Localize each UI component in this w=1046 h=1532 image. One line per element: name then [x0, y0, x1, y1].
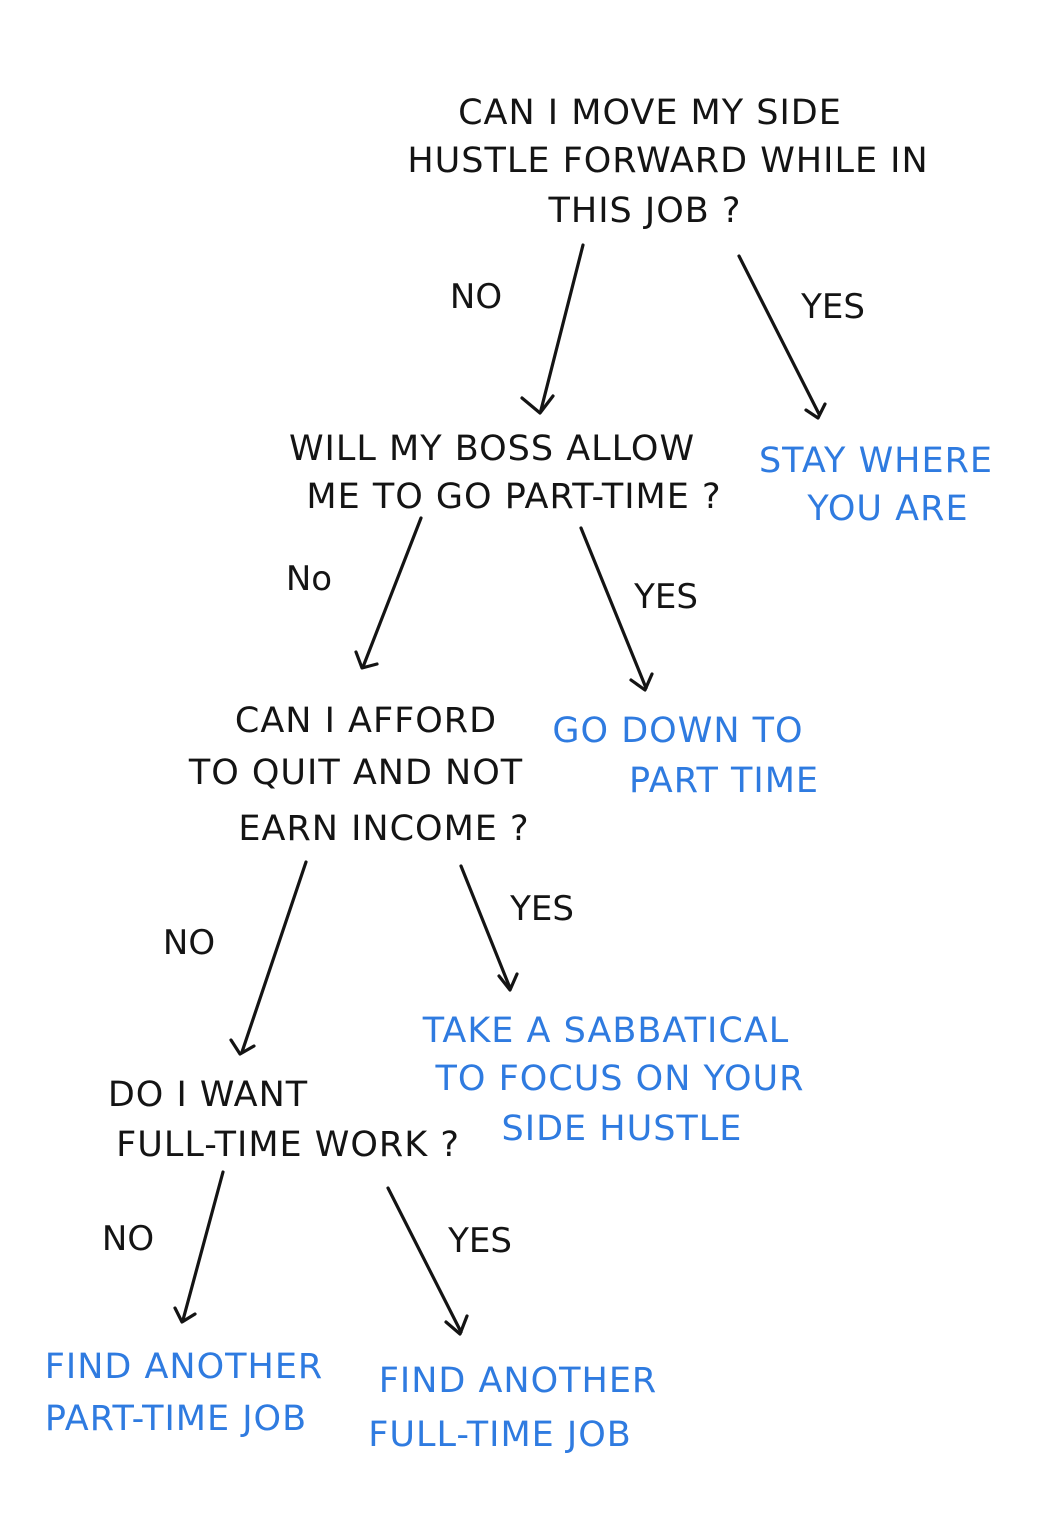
question-line: CAN I AFFORD	[235, 701, 497, 741]
question-line: TO QUIT AND NOT	[188, 753, 523, 793]
answer-node-sabbatical: TAKE A SABBATICAL TO FOCUS ON YOUR SIDE …	[422, 1011, 805, 1149]
question-line: THIS JOB ?	[548, 191, 742, 231]
answer-line: FIND ANOTHER	[379, 1361, 658, 1401]
arrow-line	[737, 254, 821, 416]
question-line: FULL-TIME WORK ?	[116, 1125, 460, 1165]
answer-line: TO FOCUS ON YOUR	[435, 1059, 805, 1099]
question-line: HUSTLE FORWARD WHILE IN	[407, 141, 928, 181]
edge-label-yes: YES	[633, 577, 698, 617]
edge-label-no: NO	[163, 923, 215, 963]
edge-label-no: NO	[102, 1219, 154, 1259]
answer-node-full-time-job: FIND ANOTHER FULL-TIME JOB	[368, 1361, 658, 1455]
answer-line: GO DOWN TO	[552, 711, 803, 751]
question-node-full-time: DO I WANT FULL-TIME WORK ?	[108, 1075, 460, 1165]
answer-line: FIND ANOTHER	[45, 1347, 324, 1387]
question-line: ME TO GO PART-TIME ?	[306, 477, 721, 517]
arrow-head	[229, 1038, 256, 1056]
arrow-head	[354, 650, 379, 670]
edge-label-no: NO	[450, 277, 502, 317]
arrow-head	[444, 1314, 469, 1336]
answer-line: PART TIME	[629, 761, 819, 801]
edge-label-yes: YES	[800, 287, 865, 327]
answer-line: FULL-TIME JOB	[368, 1415, 632, 1455]
question-node-afford-quit: CAN I AFFORD TO QUIT AND NOT EARN INCOME…	[188, 701, 529, 849]
arrow-head	[173, 1306, 197, 1324]
arrow-head	[804, 402, 827, 420]
edge-q3-yes: YES	[459, 864, 574, 992]
question-node-part-time: WILL MY BOSS ALLOW ME TO GO PART-TIME ?	[289, 429, 721, 517]
edge-q1-no: NO	[450, 243, 585, 415]
edge-label-no: No	[286, 559, 332, 599]
edge-label-yes: YES	[509, 889, 574, 929]
arrow-line	[181, 1170, 225, 1322]
edge-q2-yes: YES	[579, 526, 698, 692]
arrow-head	[520, 394, 555, 415]
arrow-line	[539, 243, 585, 412]
edge-q4-no: NO	[102, 1170, 225, 1324]
arrow-line	[579, 526, 648, 690]
answer-node-part-time: GO DOWN TO PART TIME	[552, 711, 819, 801]
question-line: EARN INCOME ?	[238, 809, 529, 849]
edge-q3-no: NO	[163, 860, 308, 1056]
edge-q2-no: No	[286, 516, 423, 670]
edge-q1-yes: YES	[737, 254, 865, 420]
arrow-line	[386, 1186, 463, 1334]
answer-line: PART-TIME JOB	[45, 1399, 307, 1439]
arrow-head	[497, 972, 519, 992]
question-line: CAN I MOVE MY SIDE	[458, 93, 842, 133]
arrow-line	[361, 516, 423, 669]
answer-node-part-time-job: FIND ANOTHER PART-TIME JOB	[45, 1347, 324, 1439]
arrow-line	[240, 860, 308, 1054]
arrow-line	[459, 864, 512, 990]
question-line: WILL MY BOSS ALLOW	[289, 429, 695, 469]
answer-node-stay: STAY WHERE YOU ARE	[759, 441, 993, 529]
answer-line: TAKE A SABBATICAL	[422, 1011, 790, 1051]
edge-q4-yes: YES	[386, 1186, 512, 1336]
answer-line: SIDE HUSTLE	[502, 1109, 743, 1149]
question-line: DO I WANT	[108, 1075, 308, 1115]
arrow-head	[629, 672, 654, 692]
question-node-side-hustle: CAN I MOVE MY SIDE HUSTLE FORWARD WHILE …	[407, 93, 928, 231]
answer-line: STAY WHERE	[759, 441, 993, 481]
answer-line: YOU ARE	[806, 489, 968, 529]
edge-label-yes: YES	[447, 1221, 512, 1261]
